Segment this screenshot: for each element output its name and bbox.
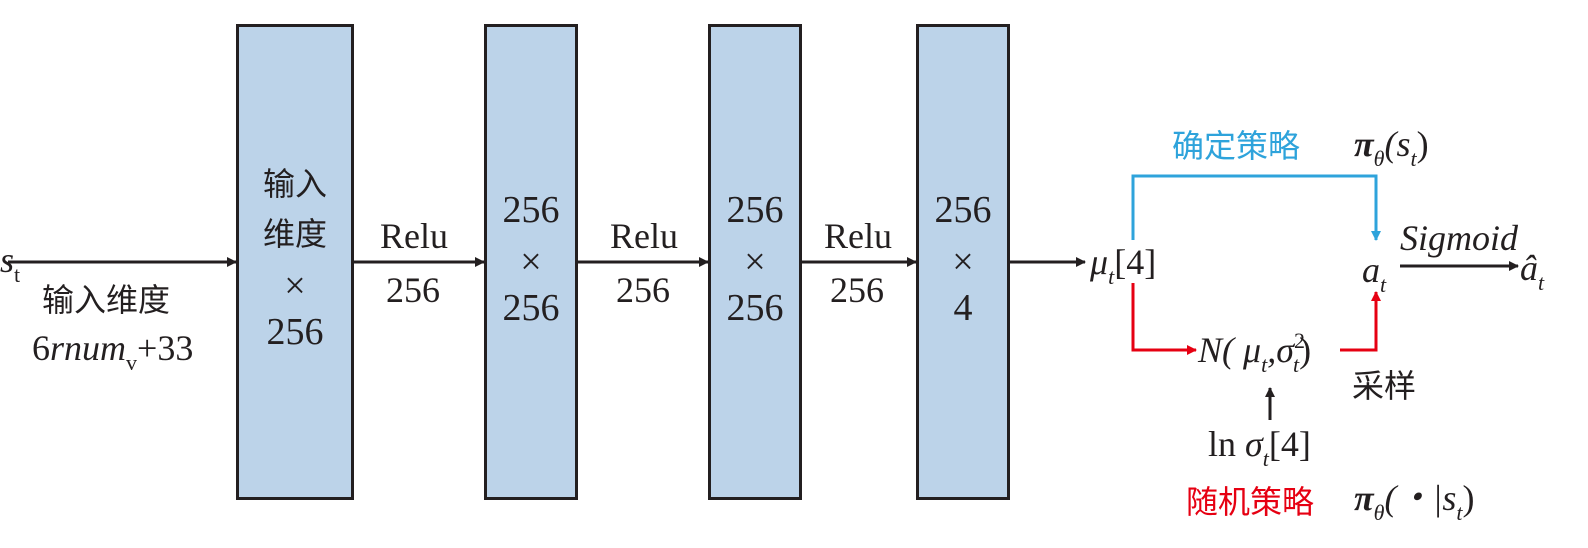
layer3-line3: 256 xyxy=(726,287,784,329)
layer4-line2: × xyxy=(952,241,974,283)
stochastic-policy-formula: πθ(・|st) xyxy=(1354,478,1475,525)
deterministic-path xyxy=(1131,174,1381,241)
layer-box-3 xyxy=(708,24,802,500)
size-label-2: 256 xyxy=(616,270,670,310)
layer2-line3: 256 xyxy=(502,287,560,329)
layer3-line1: 256 xyxy=(726,189,784,231)
layer1-line4: 256 xyxy=(266,311,324,353)
action-label: at xyxy=(1362,250,1387,297)
input-dim-formula: 6rnumv+33 xyxy=(32,328,194,375)
layer4-line1: 256 xyxy=(934,189,992,231)
relu-label-3: Relu xyxy=(824,216,892,256)
sigmoid-label: Sigmoid xyxy=(1400,218,1519,258)
relu-label-1: Relu xyxy=(380,216,448,256)
deterministic-policy-label: 确定策略 xyxy=(1172,127,1301,165)
deterministic-policy-formula: πθ(st) xyxy=(1354,124,1429,171)
layer1-line2: 维度 xyxy=(262,215,327,253)
layer-box-2 xyxy=(484,24,578,500)
sample-label: 采样 xyxy=(1352,367,1417,405)
final-action-label: ât xyxy=(1520,248,1545,295)
input-dim-label: 输入维度 xyxy=(42,281,171,319)
layer-box-4 xyxy=(916,24,1010,500)
stochastic-policy-label: 随机策略 xyxy=(1186,483,1315,521)
layer2-line1: 256 xyxy=(502,189,560,231)
ln-sigma-label: ln σt[4] xyxy=(1208,424,1311,471)
layer4-line3: 4 xyxy=(953,287,973,329)
input-state: st xyxy=(0,240,21,287)
size-label-3: 256 xyxy=(830,270,884,310)
stochastic-path-to-normal xyxy=(1131,283,1197,355)
layer1-line1: 输入 xyxy=(262,165,327,203)
layer-box-1 xyxy=(236,24,354,500)
layer2-line2: × xyxy=(520,241,542,283)
layer3-line2: × xyxy=(744,241,766,283)
mu-output: μt[4] xyxy=(1090,242,1157,289)
stochastic-path-sample xyxy=(1340,291,1381,352)
layer1-line3: × xyxy=(284,265,306,307)
size-label-1: 256 xyxy=(386,270,440,310)
normal-distribution: N( μt,σ2t) xyxy=(1198,328,1312,377)
relu-label-2: Relu xyxy=(610,216,678,256)
